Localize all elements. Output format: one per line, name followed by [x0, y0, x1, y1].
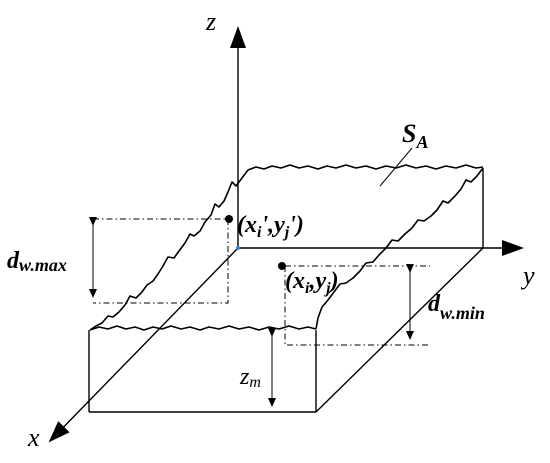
dw-min-label: dw.min — [428, 291, 485, 323]
surface-label-main: S — [402, 119, 416, 148]
dw-max-label-d: d — [7, 248, 20, 274]
point-lower — [278, 262, 286, 270]
surface-front-edge — [89, 325, 317, 331]
surface-label: SA — [402, 119, 428, 152]
surface-left-edge — [89, 169, 249, 331]
surface-right-edge — [315, 167, 484, 330]
point-upper-label: (xi',yj') — [237, 212, 304, 241]
surface-back-edge — [247, 164, 484, 171]
dw-max-construction-lines — [93, 218, 229, 304]
zm-label-z: z — [239, 364, 250, 390]
block-bottom-right-edge — [315, 247, 484, 413]
dw-min-label-sub: w.min — [440, 303, 485, 323]
dw-max-label-sub: w.max — [19, 255, 67, 275]
point-lower-label: (xi,yj) — [285, 268, 339, 297]
point-upper-label-end: ') — [289, 212, 304, 238]
point-lower-label-end: ) — [329, 268, 339, 294]
dw-min-label-d: d — [428, 291, 441, 317]
point-upper-label-x: (x — [237, 212, 257, 238]
point-upper-label-i: i — [257, 224, 262, 241]
point-upper-label-j: j — [282, 224, 290, 241]
dw-max-label: dw.max — [7, 248, 67, 275]
point-upper — [225, 215, 233, 223]
dw-min-construction-lines — [284, 265, 430, 346]
z-axis-label: z — [205, 7, 216, 36]
x-axis-label: x — [27, 423, 40, 452]
point-lower-label-j: j — [323, 280, 331, 297]
zm-label: zm — [239, 364, 261, 391]
point-lower-label-x: (x — [285, 268, 305, 294]
origin-point — [236, 246, 240, 250]
point-lower-label-i: i — [305, 280, 310, 297]
y-axis-label: y — [520, 261, 535, 290]
point-upper-label-mid: ',y — [261, 212, 285, 238]
point-lower-label-mid: ,y — [308, 268, 326, 294]
zm-label-sub: m — [249, 374, 261, 391]
x-axis — [48, 247, 239, 443]
surface-label-sub: A — [415, 132, 428, 152]
surface-leader-line — [379, 147, 413, 187]
